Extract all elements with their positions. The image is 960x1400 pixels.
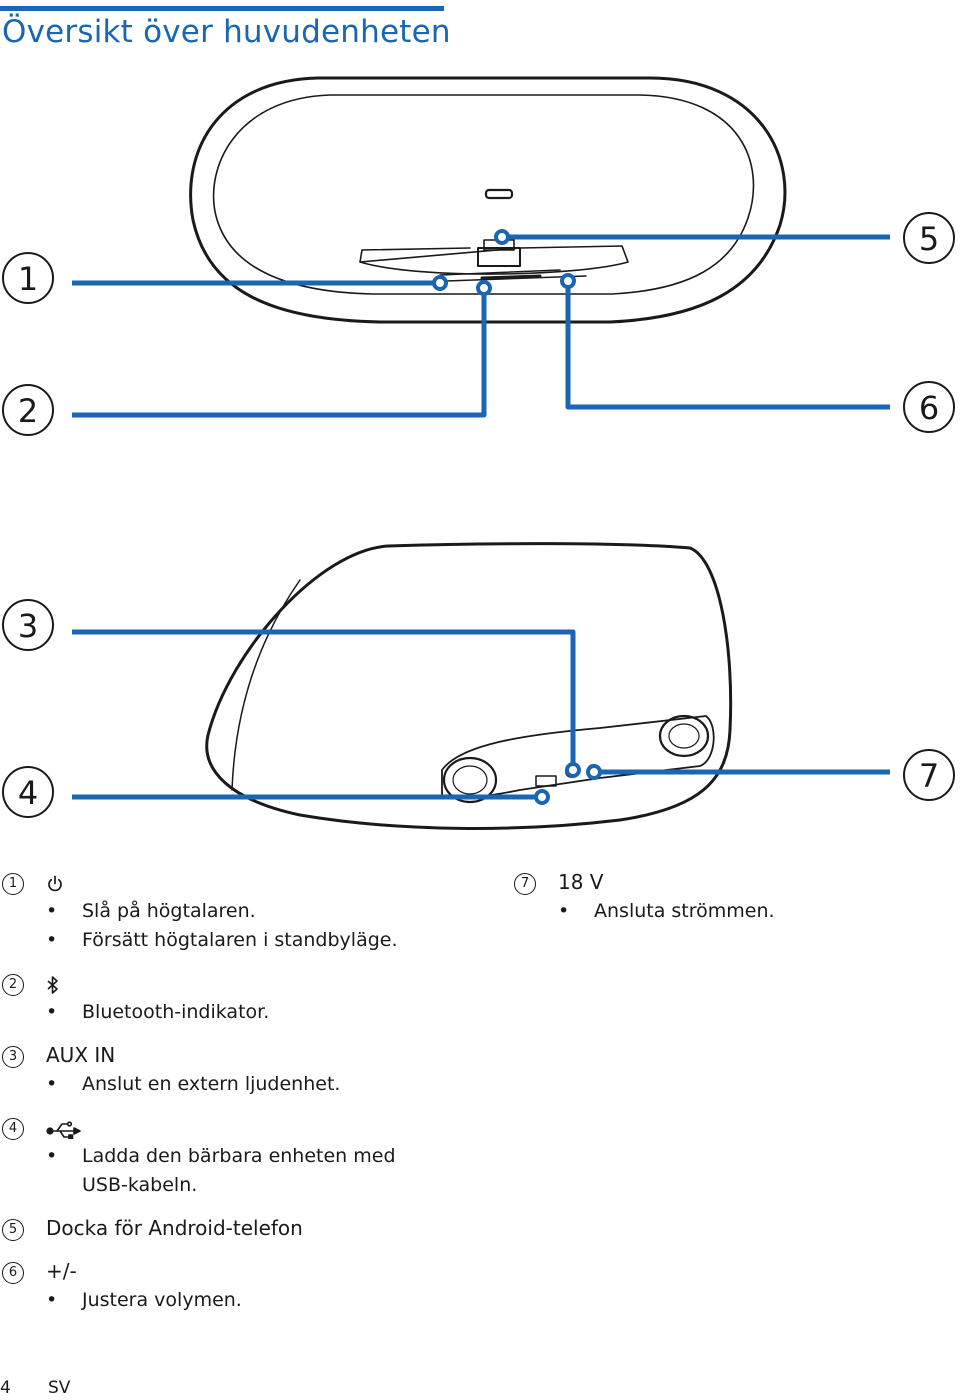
legend-head-2	[46, 969, 470, 998]
legend-label-6: +/-	[46, 1259, 77, 1283]
speaker-back-view	[205, 542, 733, 830]
usb-icon	[46, 1120, 81, 1139]
legend-item-7: 7 18 V Ansluta strömmen.	[512, 868, 952, 926]
legend-bullet: Slå på högtalaren.	[46, 897, 470, 926]
legend-left-column: 1 Slå på högtalaren. Försätt högtalaren …	[0, 868, 470, 1315]
legend-num-3: 3	[2, 1046, 24, 1068]
legend-item-2: 2 Bluetooth-indikator.	[0, 969, 470, 1027]
legend-num-2: 2	[2, 974, 24, 996]
legend-item-6: 6 +/- Justera volymen.	[0, 1257, 470, 1315]
svg-text:7: 7	[919, 757, 939, 795]
legend-head-4	[46, 1113, 470, 1142]
callout-lines	[72, 234, 890, 800]
callout-dots	[432, 229, 602, 805]
legend-bullet: Försätt högtalaren i standbyläge.	[46, 926, 470, 955]
page-footer: 4 SV	[0, 1378, 70, 1398]
legend-label-3: AUX IN	[46, 1043, 116, 1067]
callout-marker-4: 4	[2, 766, 54, 818]
callout-marker-3: 3	[2, 599, 54, 651]
svg-text:6: 6	[919, 389, 939, 427]
legend-item-4: 4 Ladda den bärbara enheten med USB-kabe…	[0, 1113, 470, 1200]
legend-bullet: Justera volymen.	[46, 1286, 470, 1315]
legend-bullets-4: Ladda den bärbara enheten med USB-kabeln…	[46, 1142, 446, 1200]
legend-bullets-1: Slå på högtalaren. Försätt högtalaren i …	[46, 897, 470, 955]
legend-num-1: 1	[2, 873, 24, 895]
power-icon	[48, 875, 62, 891]
bluetooth-icon	[47, 975, 58, 994]
legend-bullet: Ansluta strömmen.	[558, 897, 952, 926]
language-code: SV	[48, 1378, 71, 1398]
svg-text:1: 1	[18, 260, 38, 298]
legend-right-column: 7 18 V Ansluta strömmen.	[512, 868, 952, 926]
legend-num-6: 6	[2, 1262, 24, 1284]
legend-item-3: 3 AUX IN Anslut en extern ljudenhet.	[0, 1041, 470, 1099]
legend-bullets-6: Justera volymen.	[46, 1286, 470, 1315]
svg-text:3: 3	[18, 607, 38, 645]
legend-label-7: 18 V	[558, 870, 604, 894]
page-number: 4	[0, 1378, 11, 1398]
legend-item-5: 5 Docka för Android-telefon	[0, 1214, 470, 1243]
leader-line-3	[72, 629, 576, 770]
legend-head-1	[46, 868, 470, 897]
legend-num-5: 5	[2, 1219, 24, 1241]
legend-bullet: Ladda den bärbara enheten med USB-kabeln…	[46, 1142, 446, 1200]
legend-bullets-3: Anslut en extern ljudenhet.	[46, 1070, 470, 1099]
callout-marker-5: 5	[903, 212, 955, 264]
leader-line-2	[72, 288, 487, 418]
legend-bullet: Bluetooth-indikator.	[46, 998, 470, 1027]
legend-num-4: 4	[2, 1118, 24, 1140]
callout-marker-2: 2	[2, 384, 54, 436]
callout-marker-1: 1	[2, 252, 54, 304]
legend-label-5: Docka för Android-telefon	[46, 1216, 303, 1240]
callout-marker-7: 7	[903, 749, 955, 801]
legend-bullets-7: Ansluta strömmen.	[558, 897, 952, 926]
legend-bullets-2: Bluetooth-indikator.	[46, 998, 470, 1027]
title-rule	[0, 6, 444, 11]
legend-bullet: Anslut en extern ljudenhet.	[46, 1070, 470, 1099]
legend-item-1: 1 Slå på högtalaren. Försätt högtalaren …	[0, 868, 470, 955]
svg-text:4: 4	[18, 774, 38, 812]
page-title: Översikt över huvudenheten	[2, 14, 451, 50]
svg-text:5: 5	[919, 220, 939, 258]
svg-text:2: 2	[18, 392, 38, 430]
speaker-top-view	[189, 76, 787, 324]
callout-marker-6: 6	[903, 381, 955, 433]
leader-line-6	[565, 281, 890, 410]
speaker-diagram: 1 2 3 4 5 6 7	[2, 76, 955, 830]
legend-num-7: 7	[514, 873, 536, 895]
